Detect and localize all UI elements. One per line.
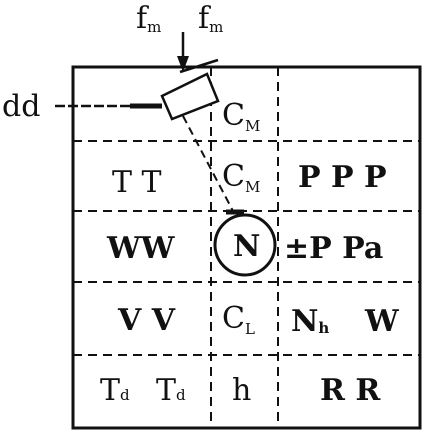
wind-barb	[179, 58, 219, 74]
outer-frame	[71, 65, 422, 430]
label-vv: V V	[117, 303, 176, 338]
label-nh: Nh	[291, 304, 329, 339]
label-cm-row1: CM	[222, 98, 260, 135]
label-cm-row2: CM	[222, 159, 260, 196]
label-ww: WW	[106, 231, 176, 266]
label-h: h	[232, 373, 251, 408]
label-td-2: Td	[156, 373, 186, 408]
top-arrow-head	[177, 56, 189, 72]
label-rr: R R	[320, 373, 381, 408]
label-fm-right: fm	[198, 1, 223, 36]
wind-box	[160, 72, 220, 121]
label-fm-left: fm	[136, 1, 161, 36]
label-ppp: P P P	[298, 160, 387, 195]
label-ppa: ±P Pa	[284, 231, 383, 266]
label-w: W	[364, 304, 400, 339]
label-td-1: Td	[100, 373, 130, 408]
station-circle	[213, 213, 277, 277]
diagonal-connector	[182, 115, 234, 212]
label-n-circle: N	[233, 229, 260, 264]
label-cl: CL	[222, 301, 255, 338]
label-dd: dd	[2, 89, 40, 124]
label-tt: T T	[112, 165, 162, 200]
